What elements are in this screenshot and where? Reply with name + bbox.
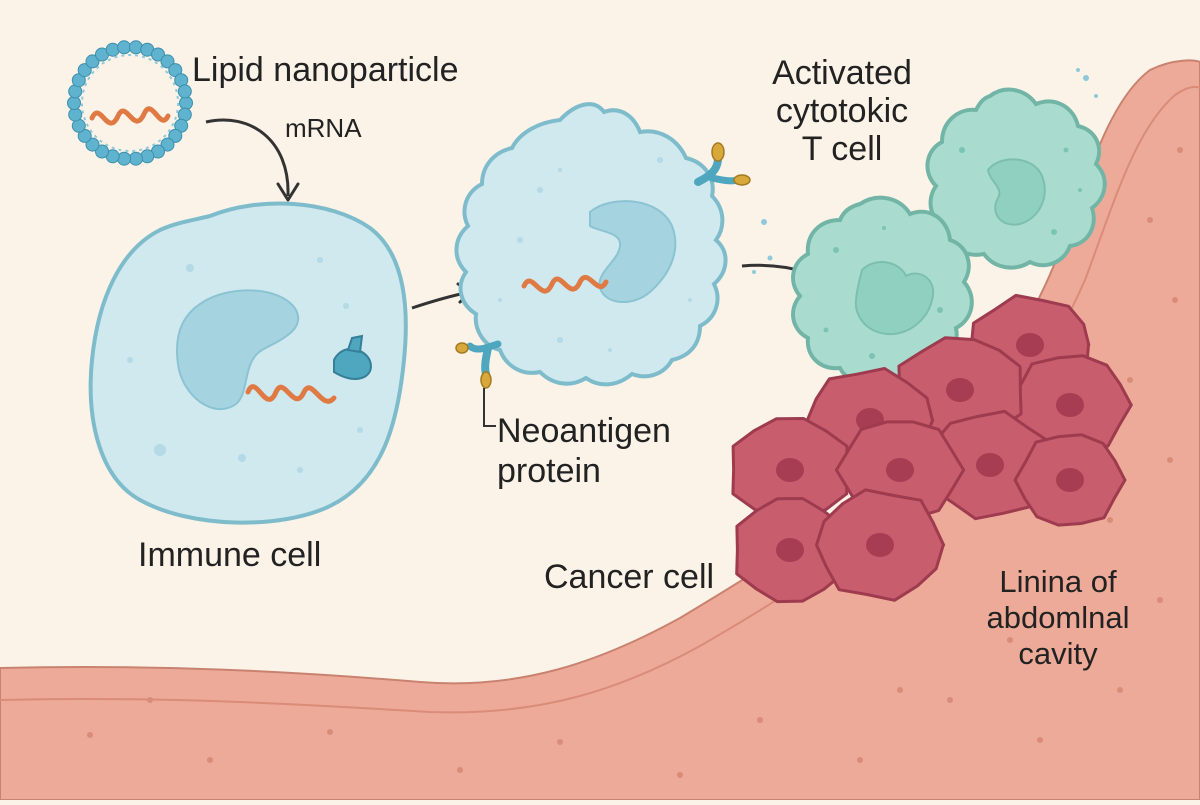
label-lining-2: abdomlnal	[986, 600, 1129, 635]
lipid-head-dot	[179, 96, 193, 110]
antigen-presenting-cell	[454, 102, 773, 389]
neoantigen-callout-line	[483, 388, 496, 427]
receptor-bottom	[455, 340, 502, 389]
lipid-head-dot	[85, 54, 100, 69]
lipid-head-dot	[128, 151, 143, 166]
cancer-nucleus	[866, 533, 894, 557]
lipid-head-dot	[160, 54, 175, 69]
lipid-head-dot	[128, 40, 143, 55]
cancer-nucleus	[1056, 393, 1084, 417]
immune-cell	[88, 201, 408, 525]
cancer-nucleus	[1056, 468, 1084, 492]
cancer-nucleus	[776, 538, 804, 562]
immune-nucleus	[176, 289, 300, 411]
cancer-nucleus	[1016, 333, 1044, 357]
cancer-cell	[815, 488, 946, 602]
t-cell-back	[925, 87, 1107, 270]
cancer-cell-cluster	[731, 293, 1133, 604]
lipid-head-dot	[168, 128, 183, 143]
t-cell-nucleus	[854, 261, 935, 336]
cancer-nucleus	[946, 378, 974, 402]
t-cell-front	[791, 195, 974, 385]
label-mrna: mRNA	[285, 113, 362, 143]
lipid-head-dot	[85, 137, 100, 152]
label-activated-t-cell-3: T cell	[802, 130, 883, 168]
label-lipid-nanoparticle: Lipid nanoparticle	[192, 51, 459, 89]
lipid-head-dot	[177, 84, 192, 99]
arrow-lnp-to-immune	[205, 118, 290, 197]
lipid-head-dot	[95, 144, 109, 159]
label-lining-1: Linina of	[999, 564, 1117, 599]
lipid-head-dot	[77, 63, 92, 78]
cancer-nucleus	[886, 458, 914, 482]
label-cancer-cell: Cancer cell	[544, 558, 714, 596]
cancer-nucleus	[776, 458, 804, 482]
lipid-head-dot	[140, 149, 155, 164]
lipid-head-dot	[160, 137, 175, 152]
apc-nucleus	[589, 200, 677, 304]
cancer-nucleus	[976, 453, 1004, 477]
lipid-bilayer-dots	[67, 40, 193, 166]
t-cell-particles	[1076, 68, 1098, 98]
label-lining-3: cavity	[1018, 636, 1098, 671]
mrna-strand-lnp	[89, 106, 171, 126]
receptor-top	[694, 142, 751, 186]
lipid-head-dot	[151, 47, 165, 62]
lipid-head-dot	[105, 42, 120, 57]
label-neoantigen-2: protein	[497, 452, 601, 490]
mrna-strand-apc	[521, 274, 609, 294]
lipid-nanoparticle	[67, 40, 193, 166]
cancer-cell	[1013, 433, 1127, 527]
label-immune-cell: Immune cell	[138, 536, 321, 574]
lipid-head-dot	[117, 151, 132, 166]
label-activated-t-cell-2: cytotokic	[776, 92, 908, 130]
lipid-head-dot	[67, 96, 81, 110]
lipid-head-dot	[117, 40, 132, 55]
label-activated-t-cell-1: Activated	[772, 54, 912, 92]
label-neoantigen-1: Neoantigen	[497, 412, 671, 450]
antigen-fragment	[333, 334, 372, 380]
lipid-head-dot	[68, 107, 83, 122]
mrna-strand-immune	[245, 384, 337, 404]
